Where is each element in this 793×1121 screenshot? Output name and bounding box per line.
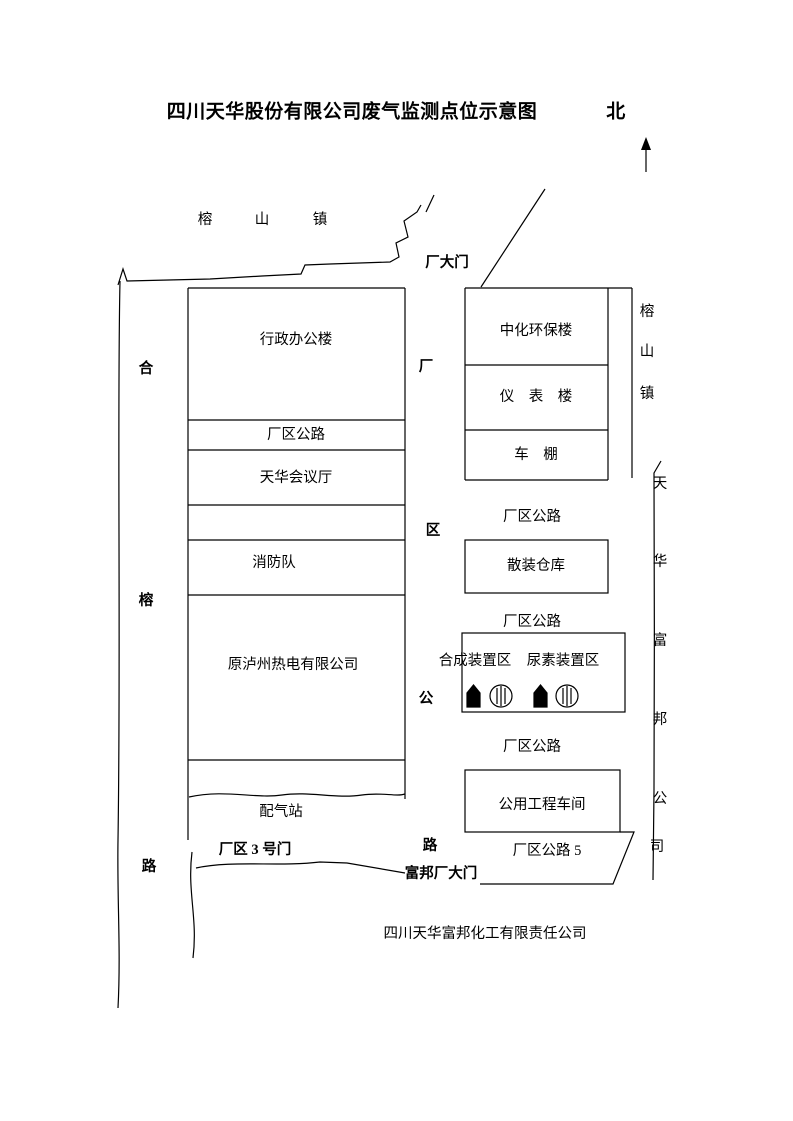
fubang-gate-label: 富邦厂大门 [404,865,478,882]
factory-road-char: 路 [422,837,438,854]
herong-road-char: 路 [141,858,157,875]
factory-road-label: 厂区公路 [503,738,561,755]
diagram-title: 四川天华股份有限公司废气监测点位示意图 [166,101,538,123]
north-label: 北 [606,101,626,123]
main-gate-label: 厂大门 [425,254,469,271]
gate-3-label: 厂区 3 号门 [218,841,292,858]
black-house-icon [466,684,481,708]
fubang-company-label: 四川天华富邦化工有限责任公司 [383,925,587,942]
bottom-left-road-lines [190,851,406,959]
rongshan-town-char: 山 [254,211,270,228]
boundary-road-lines [117,188,546,1009]
rongshan-town-right-char: 镇 [639,385,655,402]
north-arrow-icon [641,137,651,172]
carport-label: 车 棚 [514,446,558,463]
tianhua-fubang-char: 天 [652,475,668,492]
black-house-icon [533,684,548,708]
factory-road-char: 区 [425,522,441,539]
tianhua-fubang-char: 富 [652,632,668,649]
fire-brigade-label: 消防队 [252,554,296,571]
tianhua-fubang-char: 邦 [652,711,668,728]
rongshan-town-char: 镇 [312,211,328,228]
tianhua-fubang-char: 司 [649,838,665,855]
striped-tank-icon [555,684,579,708]
factory-road-char: 公 [418,690,434,707]
tianhua-fubang-char: 华 [652,553,668,570]
factory-road-5-label: 厂区公路 5 [512,842,582,859]
urea-area-label: 尿素装置区 [526,652,600,669]
thermal-power-label: 原泸州热电有限公司 [227,656,359,673]
env-protection-label: 中化环保楼 [499,322,573,339]
tianhua-fubang-char: 公 [652,790,668,807]
rongshan-town-right-char: 山 [639,343,655,360]
synthesis-area-label: 合成装置区 [438,652,512,669]
rongshan-town-right-char: 榕 [639,303,655,320]
instrument-building-label: 仪 表 楼 [499,388,573,405]
right-block-outline [461,287,662,885]
bulk-warehouse-label: 散装仓库 [507,557,565,574]
admin-office-label: 行政办公楼 [259,331,333,348]
conference-hall-label: 天华会议厅 [259,469,333,486]
factory-road-label: 厂区公路 [503,613,561,630]
herong-road-char: 合 [138,360,154,377]
public-works-label: 公用工程车间 [498,796,586,813]
monitoring-point-icons [466,684,579,708]
herong-road-char: 榕 [138,592,154,609]
left-block-outline [187,287,406,840]
rongshan-town-char: 榕 [197,211,213,228]
gas-distribution-label: 配气站 [259,803,303,820]
factory-road-label: 厂区公路 [503,508,561,525]
factory-road-row-label: 厂区公路 [267,426,325,443]
factory-road-char: 厂 [418,358,434,375]
striped-tank-icon [489,684,513,708]
